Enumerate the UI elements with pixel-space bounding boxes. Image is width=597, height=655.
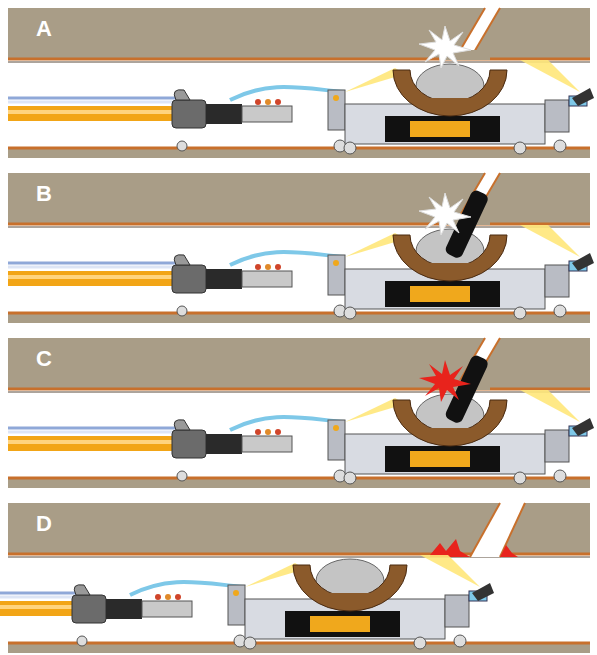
panel-band: A	[0, 0, 597, 160]
panel-letter: B	[36, 183, 52, 205]
panel-band: D	[0, 495, 597, 655]
panel-d-art	[0, 503, 590, 653]
panel-band: B	[0, 165, 597, 325]
panel-letter: D	[36, 513, 52, 535]
panel-letter: A	[36, 18, 52, 40]
panel-band: C	[0, 330, 597, 490]
panel-a-art	[8, 8, 594, 158]
panel-c-art	[8, 338, 594, 488]
panel-letter: C	[36, 348, 52, 370]
panel-b-art	[8, 173, 594, 323]
